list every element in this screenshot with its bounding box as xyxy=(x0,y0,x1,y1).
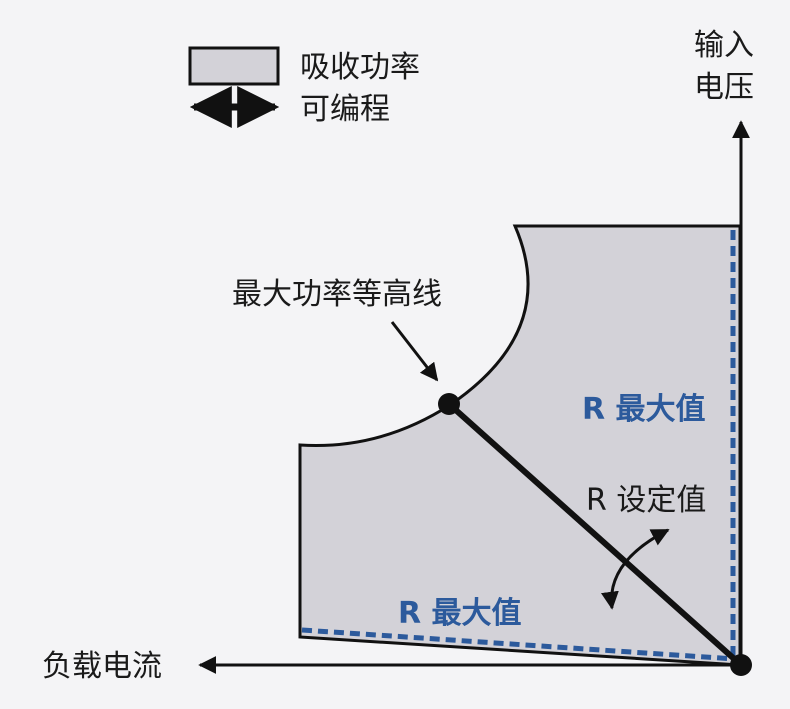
r-max-vertical-label: R 最大值 xyxy=(582,392,706,427)
y-axis-label-line2: 电压 xyxy=(694,70,754,105)
r-setting-line xyxy=(447,401,743,668)
origin-point xyxy=(730,654,752,676)
x-axis-label: 负载电流 xyxy=(42,649,162,684)
legend-region-swatch xyxy=(188,46,280,86)
r-max-bottom-dashed-line xyxy=(301,627,736,662)
legend-arrow-label: 可编程 xyxy=(300,92,390,127)
contour-pointer-arrow xyxy=(390,321,439,382)
max-power-point xyxy=(438,393,460,415)
rotate-arrow-icon xyxy=(600,528,670,610)
y-axis-label-line1: 输入 xyxy=(694,28,754,63)
contour-label: 最大功率等高线 xyxy=(232,277,442,312)
legend-region-label: 吸收功率 xyxy=(300,50,420,85)
r-max-bottom-label: R 最大值 xyxy=(398,596,522,631)
r-setpoint-label: R 设定值 xyxy=(586,483,707,518)
